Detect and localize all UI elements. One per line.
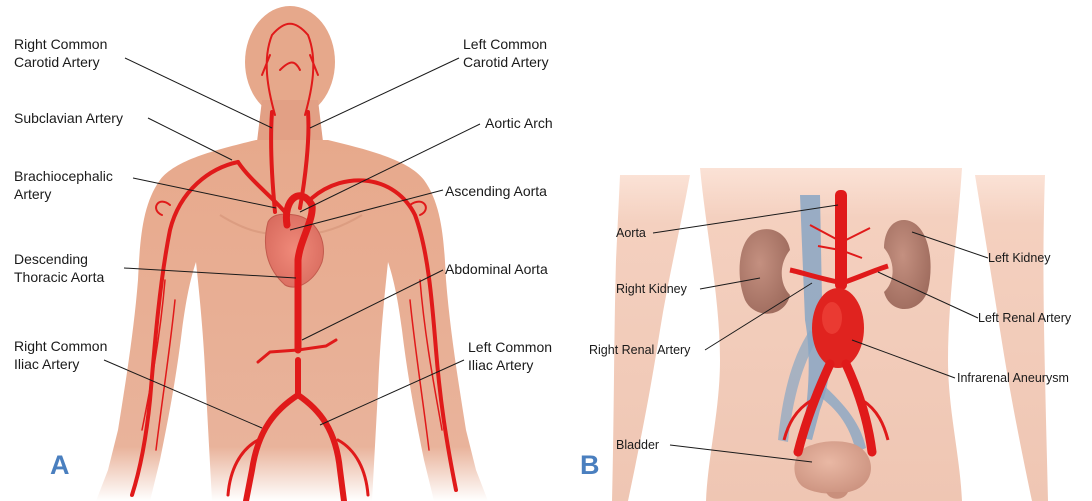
label-line: Iliac Artery [468, 356, 552, 374]
left-arm-shape [975, 175, 1048, 501]
label-line: Artery [14, 185, 113, 203]
label-line: Carotid Artery [463, 53, 549, 71]
label-left-renal-artery: Left Renal Artery [978, 311, 1071, 326]
label-line: Iliac Artery [14, 355, 107, 373]
label-aortic-arch: Aortic Arch [485, 114, 553, 132]
label-subclavian: Subclavian Artery [14, 109, 123, 127]
label-left-common-carotid: Left Common Carotid Artery [463, 35, 549, 71]
label-infrarenal-aneurysm: Infrarenal Aneurysm [957, 371, 1069, 386]
label-descending-thoracic: Descending Thoracic Aorta [14, 250, 104, 286]
label-line: Aortic Arch [485, 114, 553, 132]
label-line: Descending [14, 250, 104, 268]
label-line: Subclavian Artery [14, 109, 123, 127]
label-right-common-iliac: Right Common Iliac Artery [14, 337, 107, 373]
label-right-renal-artery: Right Renal Artery [589, 343, 690, 358]
label-bladder: Bladder [616, 438, 659, 453]
label-line: Ascending Aorta [445, 182, 547, 200]
bladder-shape [795, 441, 872, 494]
label-left-common-iliac: Left Common Iliac Artery [468, 338, 552, 374]
label-line: Left Common [468, 338, 552, 356]
label-abdominal-aorta: Abdominal Aorta [445, 260, 548, 278]
label-left-kidney: Left Kidney [988, 251, 1051, 266]
panel-b-letter: B [580, 450, 600, 481]
label-line: Brachiocephalic [14, 167, 113, 185]
label-line: Right Common [14, 337, 107, 355]
label-line: Left Common [463, 35, 549, 53]
label-line: Abdominal Aorta [445, 260, 548, 278]
panel-a-letter: A [50, 450, 70, 481]
label-line: Thoracic Aorta [14, 268, 104, 286]
label-line: Right Common [14, 35, 107, 53]
label-aorta: Aorta [616, 226, 646, 241]
label-brachiocephalic: Brachiocephalic Artery [14, 167, 113, 203]
label-right-common-carotid: Right Common Carotid Artery [14, 35, 107, 71]
label-right-kidney: Right Kidney [616, 282, 687, 297]
panel-a-body [96, 6, 488, 501]
label-line: Carotid Artery [14, 53, 107, 71]
label-ascending-aorta: Ascending Aorta [445, 182, 547, 200]
